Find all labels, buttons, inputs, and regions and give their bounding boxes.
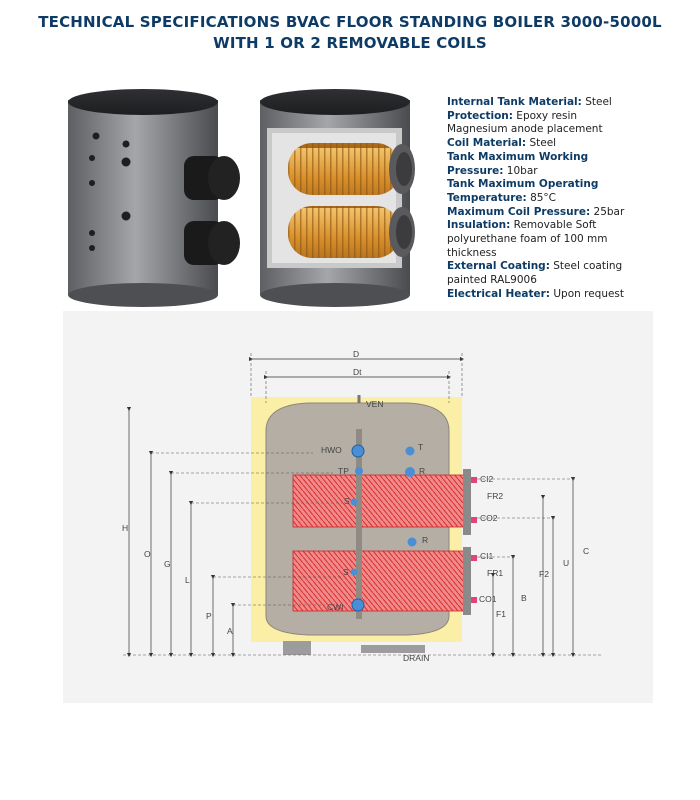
coil-bottom	[288, 206, 400, 258]
port-tp	[355, 467, 363, 475]
port-icon	[121, 157, 131, 167]
dim-d: D	[353, 349, 359, 359]
spec-row: Electrical Heater: Upon request	[447, 287, 625, 300]
dim-u: U	[563, 558, 569, 568]
label-r-top: R	[419, 466, 425, 476]
label-ci2: CI2	[480, 474, 494, 484]
spec-row: Magnesium anode placement	[447, 123, 603, 136]
diagram-svg: VEN HWO T TP R CI2 FR2 CO2 S R CI1 FR1 S…	[122, 349, 603, 663]
spec-row: Insulation: Removable Soft	[447, 219, 597, 232]
specifications-list: Internal Tank Material: Steel Protection…	[447, 96, 692, 302]
port-icon	[121, 211, 131, 221]
spec-row: polyurethane foam of 100 mm	[447, 233, 608, 246]
spec-row: Temperature: 85°C	[447, 191, 557, 204]
port-hwo	[351, 444, 365, 458]
spec-row: External Coating: Steel coating	[447, 260, 623, 273]
boiler-cutaway	[260, 89, 415, 307]
dim-f2: F2	[539, 569, 549, 579]
coil-top	[288, 143, 400, 195]
spec-row: painted RAL9006	[447, 274, 537, 287]
spec-row: thickness	[447, 246, 497, 259]
label-tp: TP	[338, 466, 349, 476]
port-s-bot	[350, 568, 358, 576]
title-line-1: Technical specifications BVAC floor stan…	[38, 13, 662, 31]
product-photos	[60, 88, 440, 308]
coil-2	[292, 474, 466, 528]
port-icon	[89, 180, 95, 186]
port-icon	[89, 155, 95, 161]
label-s-bot: S	[343, 567, 349, 577]
port-t	[405, 446, 415, 456]
label-s-top: S	[344, 496, 350, 506]
spec-row: Pressure: 10bar	[447, 164, 538, 177]
port-icon	[89, 230, 95, 236]
spec-row: Tank Maximum Operating	[447, 178, 599, 191]
label-fr2: FR2	[487, 491, 503, 501]
dim-h: H	[122, 523, 128, 533]
port-r-mid	[407, 537, 417, 547]
label-t: T	[418, 442, 423, 452]
boiler-illustrations	[68, 89, 415, 307]
spec-row: Maximum Coil Pressure: 25bar	[447, 205, 625, 218]
dim-g: G	[164, 559, 171, 569]
label-co1: CO1	[479, 594, 497, 604]
label-ci1: CI1	[480, 551, 494, 561]
tank-foot	[361, 645, 425, 653]
label-drain: DRAIN	[403, 653, 429, 663]
port-icon	[92, 132, 100, 140]
dim-dt: Dt	[353, 367, 362, 377]
spec-row: Protection: Epoxy resin	[447, 109, 578, 122]
tank-foot	[283, 641, 311, 655]
spec-row: Tank Maximum Working	[447, 150, 589, 163]
dim-a: A	[227, 626, 233, 636]
dim-l: L	[185, 575, 190, 585]
label-r-mid: R	[422, 535, 428, 545]
title-line-2: with 1 or 2 removable coils	[213, 34, 487, 52]
dim-b: B	[521, 593, 527, 603]
port-r-top	[405, 467, 415, 477]
coil-1	[292, 550, 466, 612]
spec-row: Coil Material: Steel	[447, 137, 557, 150]
technical-diagram: VEN HWO T TP R CI2 FR2 CO2 S R CI1 FR1 S…	[63, 311, 653, 703]
boiler-closed	[68, 89, 240, 307]
dim-c: C	[583, 546, 589, 556]
label-ven: VEN	[366, 399, 383, 409]
port-s-top	[350, 498, 358, 506]
port-icon	[89, 245, 95, 251]
port-icon	[122, 140, 130, 148]
label-hwo: HWO	[321, 445, 342, 455]
dim-f1: F1	[496, 609, 506, 619]
page-title: Technical specifications BVAC floor stan…	[0, 12, 700, 54]
dim-o: O	[144, 549, 151, 559]
spec-row: Internal Tank Material: Steel	[447, 96, 612, 108]
port-cwi	[351, 598, 365, 612]
label-cwi: CWI	[327, 602, 344, 612]
label-fr1: FR1	[487, 568, 503, 578]
dim-p: P	[206, 611, 212, 621]
